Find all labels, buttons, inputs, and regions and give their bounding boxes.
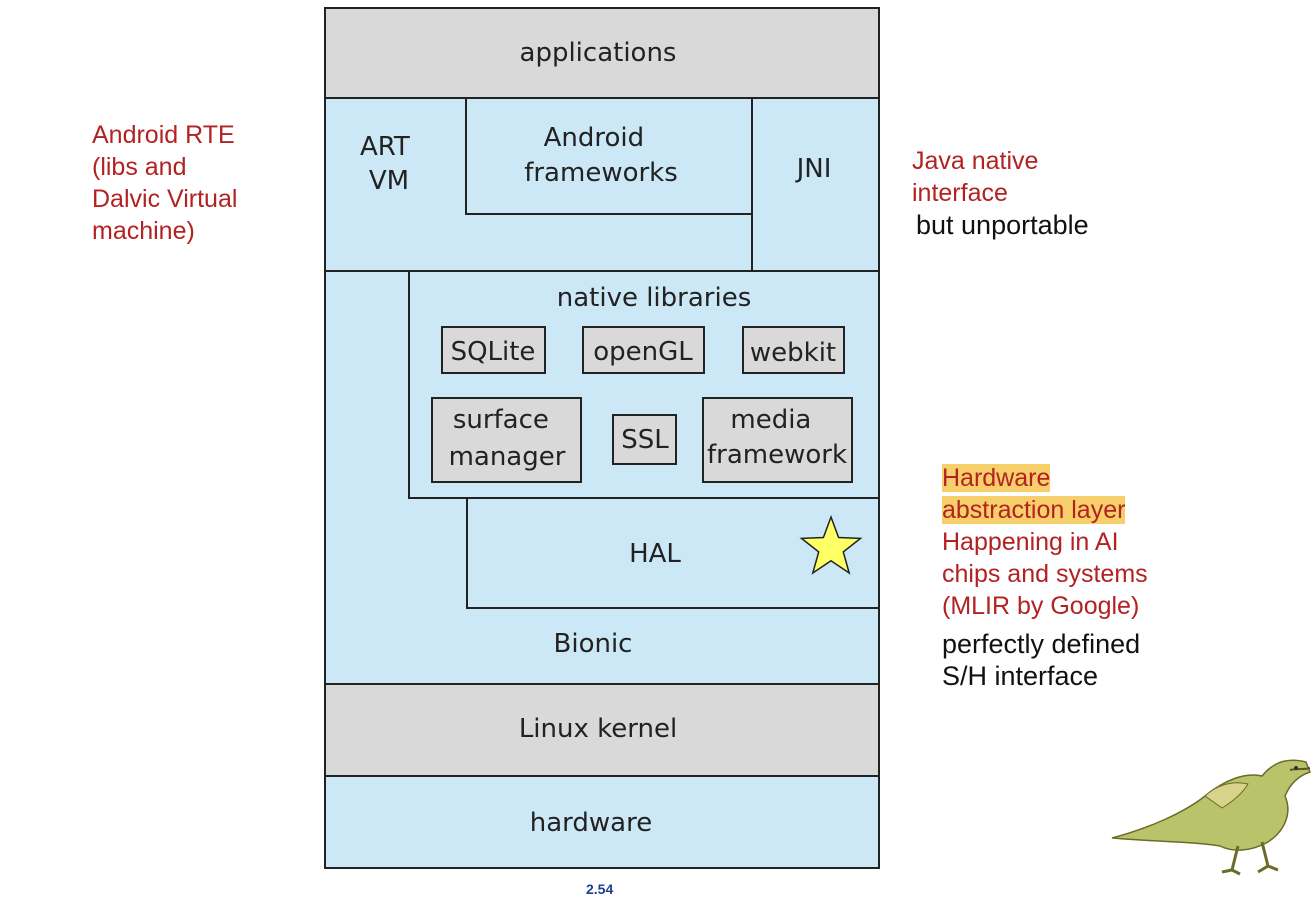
native-libraries-region (408, 271, 879, 499)
opengl-label: openGL (593, 337, 693, 367)
media-framework-box (702, 397, 853, 483)
android-rte-line: machine) (92, 217, 195, 245)
hal-note-highlight-line: abstraction layer (942, 494, 1148, 526)
art-vm-label: ART VM (360, 132, 418, 196)
hal-note-highlight-text: abstraction layer (942, 496, 1126, 524)
android-rte-line: (libs and (92, 153, 187, 181)
applications-layer (324, 7, 880, 99)
runtime-band (324, 97, 880, 272)
android-frameworks-box (465, 98, 753, 215)
sqlite-box (441, 326, 546, 374)
hal-note-black-line: perfectly defined (942, 629, 1141, 659)
android-rte-line: Dalvic Virtual (92, 185, 238, 213)
jni-note-unportable: but unportable (916, 210, 1089, 240)
jni-note-line: interface (912, 179, 1008, 207)
hardware-layer (324, 775, 880, 869)
star-icon (799, 514, 863, 575)
applications-label: applications (520, 38, 677, 68)
hal-note-highlight-line: Hardware (942, 462, 1148, 494)
sqlite-label: SQLite (451, 337, 536, 367)
page-number: 2.54 (586, 881, 614, 897)
hal-label: HAL (629, 539, 681, 569)
surface-manager-box (431, 397, 582, 483)
android-frameworks-label: Android frameworks (524, 123, 678, 188)
surface-manager-label: surface manager (449, 405, 566, 472)
linux-kernel-layer (324, 683, 880, 777)
linux-kernel-label: Linux kernel (519, 714, 677, 744)
jni-note: Java native interface but unportable (912, 145, 1089, 241)
ssl-box (612, 414, 677, 465)
media-framework-label: media framework (707, 405, 847, 470)
native-libraries-label: native libraries (557, 283, 752, 313)
bionic-label: Bionic (554, 629, 633, 659)
jni-label: JNI (795, 154, 832, 184)
hal-note: Hardware abstraction layer Happening in … (942, 462, 1148, 692)
webkit-box (742, 326, 845, 374)
hardware-label: hardware (530, 808, 652, 838)
ssl-label: SSL (621, 425, 669, 455)
opengl-box (582, 326, 705, 374)
hal-note-line: (MLIR by Google) (942, 592, 1140, 620)
hal-note-highlight-text: Hardware (942, 464, 1051, 492)
dinosaur-mascot-icon (1111, 759, 1311, 876)
webkit-label: webkit (750, 338, 836, 368)
hal-note-line: Happening in AI (942, 528, 1119, 556)
hal-note-line: chips and systems (942, 560, 1148, 588)
jni-note-line: Java native (912, 147, 1039, 175)
android-rte-note: Android RTE (libs and Dalvic Virtual mac… (92, 119, 237, 247)
hal-note-black-line: S/H interface (942, 661, 1099, 691)
hal-region (466, 498, 879, 609)
android-rte-line: Android RTE (92, 121, 235, 149)
